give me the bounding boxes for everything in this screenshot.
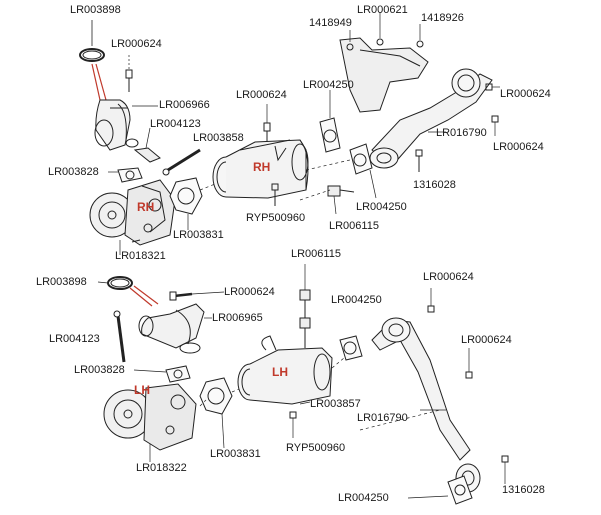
bottom-catalytic-converter — [237, 335, 333, 405]
part-label: 1316028 — [413, 179, 456, 191]
part-label: LR000624 — [461, 334, 512, 346]
part-label: RYP500960 — [286, 442, 346, 454]
part-label: LR003898 — [70, 4, 121, 16]
side-marker-lh-turbo: LH — [134, 383, 150, 397]
part-label: LR004250 — [303, 79, 354, 91]
top-intake-elbow — [94, 99, 139, 151]
top-bolt-right-bottom — [491, 115, 499, 136]
part-label: LR000624 — [224, 286, 275, 298]
part-label: LR003898 — [36, 276, 87, 288]
top-bolt-1316028 — [415, 149, 423, 172]
part-label: LR016790 — [436, 127, 487, 139]
part-label: LR000624 — [111, 38, 162, 50]
part-label: LR000621 — [357, 4, 408, 16]
bottom-bolt-right — [465, 348, 473, 379]
part-label: LR018322 — [136, 462, 187, 474]
part-label: 1418926 — [421, 12, 464, 24]
bottom-small-gasket — [165, 365, 191, 383]
bottom-intake-elbow — [138, 303, 205, 354]
part-label: LR006966 — [159, 99, 210, 111]
side-marker-rh-catalyst: RH — [253, 160, 271, 174]
part-label: LR006115 — [329, 220, 379, 232]
bottom-sensor — [299, 264, 311, 348]
part-label: LR003857 — [310, 398, 361, 410]
part-label: LR004250 — [356, 201, 407, 213]
part-label: LR000624 — [423, 271, 474, 283]
part-label: LR016790 — [357, 412, 408, 424]
part-label: LR004250 — [338, 492, 389, 504]
top-gasket-a — [319, 117, 341, 153]
part-label: LR018321 — [115, 250, 166, 262]
bottom-clip-bolt — [169, 291, 225, 301]
top-gasket-ring — [79, 48, 105, 62]
part-label: LR004123 — [150, 118, 201, 130]
bottom-bolt-ryp — [289, 411, 297, 438]
top-sensor — [327, 185, 355, 215]
top-long-bolt — [162, 148, 201, 176]
part-label: LR006115 — [291, 248, 341, 260]
part-label: 1418949 — [309, 17, 352, 29]
part-label: LR000624 — [493, 141, 544, 153]
part-label: LR003828 — [48, 166, 99, 178]
part-label: LR004123 — [49, 333, 100, 345]
side-marker-lh-catalyst: LH — [272, 365, 288, 379]
top-bolt-ryp — [271, 183, 279, 206]
part-label: LR003831 — [173, 229, 224, 241]
part-label: LR003831 — [210, 448, 261, 460]
bottom-gasket-b — [447, 475, 473, 505]
top-bolt-mid — [263, 104, 271, 142]
top-flange-gasket — [169, 177, 203, 230]
top-gasket-b — [349, 143, 373, 175]
part-label: LR000624 — [500, 88, 551, 100]
top-bolt-clip — [125, 55, 133, 92]
bottom-long-bolt — [113, 310, 126, 363]
side-marker-rh-turbo: RH — [137, 200, 155, 214]
part-label: 1316028 — [502, 484, 545, 496]
bottom-turbocharger-lh — [103, 383, 197, 462]
bottom-downpipe — [371, 317, 481, 493]
top-bolt-right-top — [485, 83, 500, 91]
part-label: LR000624 — [236, 89, 287, 101]
bottom-bolt-1316028 — [501, 455, 509, 484]
part-label: RYP500960 — [246, 212, 306, 224]
bottom-flange-gasket — [199, 377, 233, 449]
part-label: LR003858 — [193, 132, 244, 144]
top-turbocharger-rh — [89, 179, 176, 255]
part-label: LR006965 — [212, 312, 263, 324]
top-downpipe — [369, 68, 493, 169]
top-catalytic-converter — [212, 139, 309, 199]
part-label: LR003828 — [74, 364, 125, 376]
bottom-gasket-a — [339, 335, 363, 361]
top-heat-shield — [339, 12, 429, 113]
part-label: LR004250 — [331, 294, 382, 306]
bottom-bolt-top-right — [427, 288, 435, 313]
